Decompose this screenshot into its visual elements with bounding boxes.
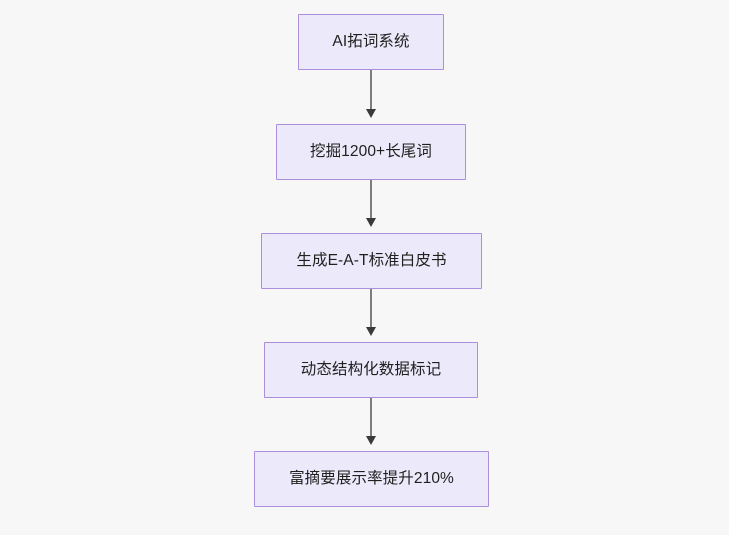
flow-node-label: 生成E-A-T标准白皮书: [296, 251, 447, 269]
flow-node-n5[interactable]: 富摘要展示率提升210%: [254, 451, 489, 507]
arrowhead-icon: [366, 436, 376, 445]
arrowhead-icon: [366, 109, 376, 118]
flow-edge-arrow: [366, 289, 376, 336]
flow-node-label: AI拓词系统: [332, 32, 410, 50]
flow-node-n4[interactable]: 动态结构化数据标记: [264, 342, 478, 398]
flow-node-label: 富摘要展示率提升210%: [289, 469, 454, 487]
flow-node-n3[interactable]: 生成E-A-T标准白皮书: [261, 233, 482, 289]
flow-node-n1[interactable]: AI拓词系统: [298, 14, 444, 70]
arrowhead-icon: [366, 218, 376, 227]
flow-edge-arrow: [366, 398, 376, 445]
flow-node-label: 动态结构化数据标记: [300, 360, 442, 378]
flow-node-label: 挖掘1200+长尾词: [309, 142, 433, 160]
flow-edge-arrow: [366, 70, 376, 118]
flow-edge-arrow: [366, 180, 376, 227]
arrowhead-icon: [366, 327, 376, 336]
flow-node-n2[interactable]: 挖掘1200+长尾词: [276, 124, 466, 180]
